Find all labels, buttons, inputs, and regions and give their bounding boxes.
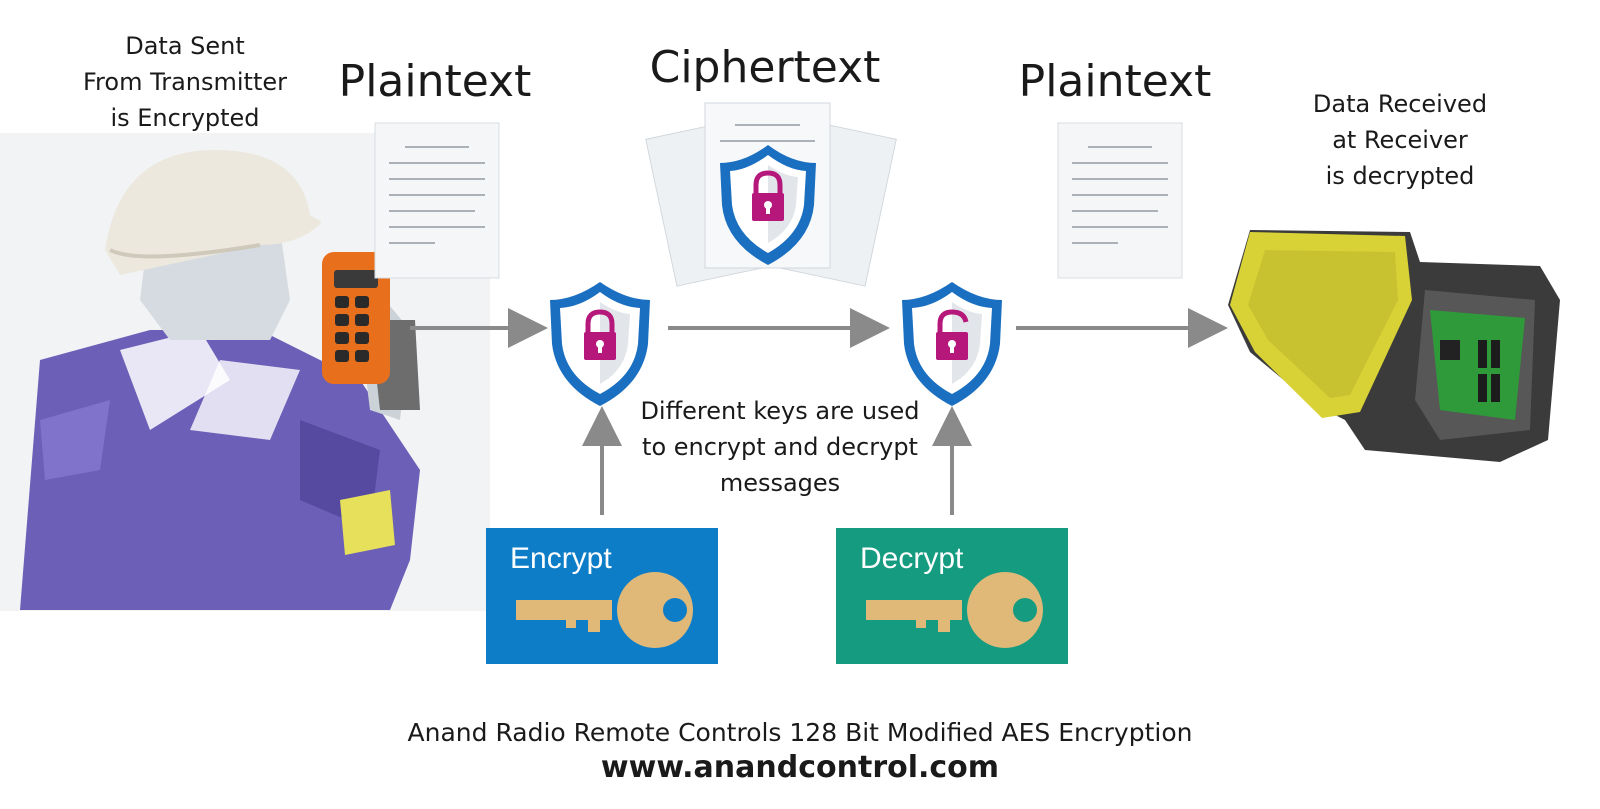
keys-note-line3: messages [719,469,841,497]
worker-with-remote-image [20,150,420,610]
plaintext-left-title: Plaintext [338,56,532,107]
transmitter-note-line2: From Transmitter [82,68,287,96]
ciphertext-documents [645,102,897,287]
plaintext-document-left [374,122,500,279]
receiver-box-image [1228,230,1560,462]
decrypt-key-label: Decrypt [860,542,964,575]
key-icon [516,572,693,648]
footer-url[interactable]: www.anandcontrol.com [600,750,1000,785]
receiver-note: Data Received at Receiver is decrypted [1280,86,1520,194]
keys-note: Different keys are used to encrypt and d… [620,393,940,501]
plaintext-right-title: Plaintext [1018,56,1212,107]
ciphertext-title: Ciphertext [649,42,881,93]
transmitter-note: Data Sent From Transmitter is Encrypted [60,28,310,136]
shield-lock-icon [720,145,816,265]
key-icon [866,572,1043,648]
decrypt-key-label-box: Decrypt [836,528,1068,664]
decrypt-key-box [836,528,1068,664]
plaintext-document-right [1057,122,1183,279]
shield-lock-icon [550,282,650,406]
transmitter-note-line1: Data Sent [125,32,245,60]
receiver-note-line1: Data Received [1312,90,1488,118]
shield-unlock-icon [902,282,1002,406]
receiver-note-line2: at Receiver [1332,126,1468,154]
encrypt-key-label-box: Encrypt [486,528,718,664]
encrypt-key-label: Encrypt [510,542,612,575]
transmitter-note-line3: is Encrypted [110,104,260,132]
keys-note-line1: Different keys are used [640,397,920,425]
receiver-note-line3: is decrypted [1325,162,1475,190]
encrypt-key-box [486,528,718,664]
keys-note-line2: to encrypt and decrypt [642,433,918,461]
footer-title: Anand Radio Remote Controls 128 Bit Modi… [407,718,1193,747]
